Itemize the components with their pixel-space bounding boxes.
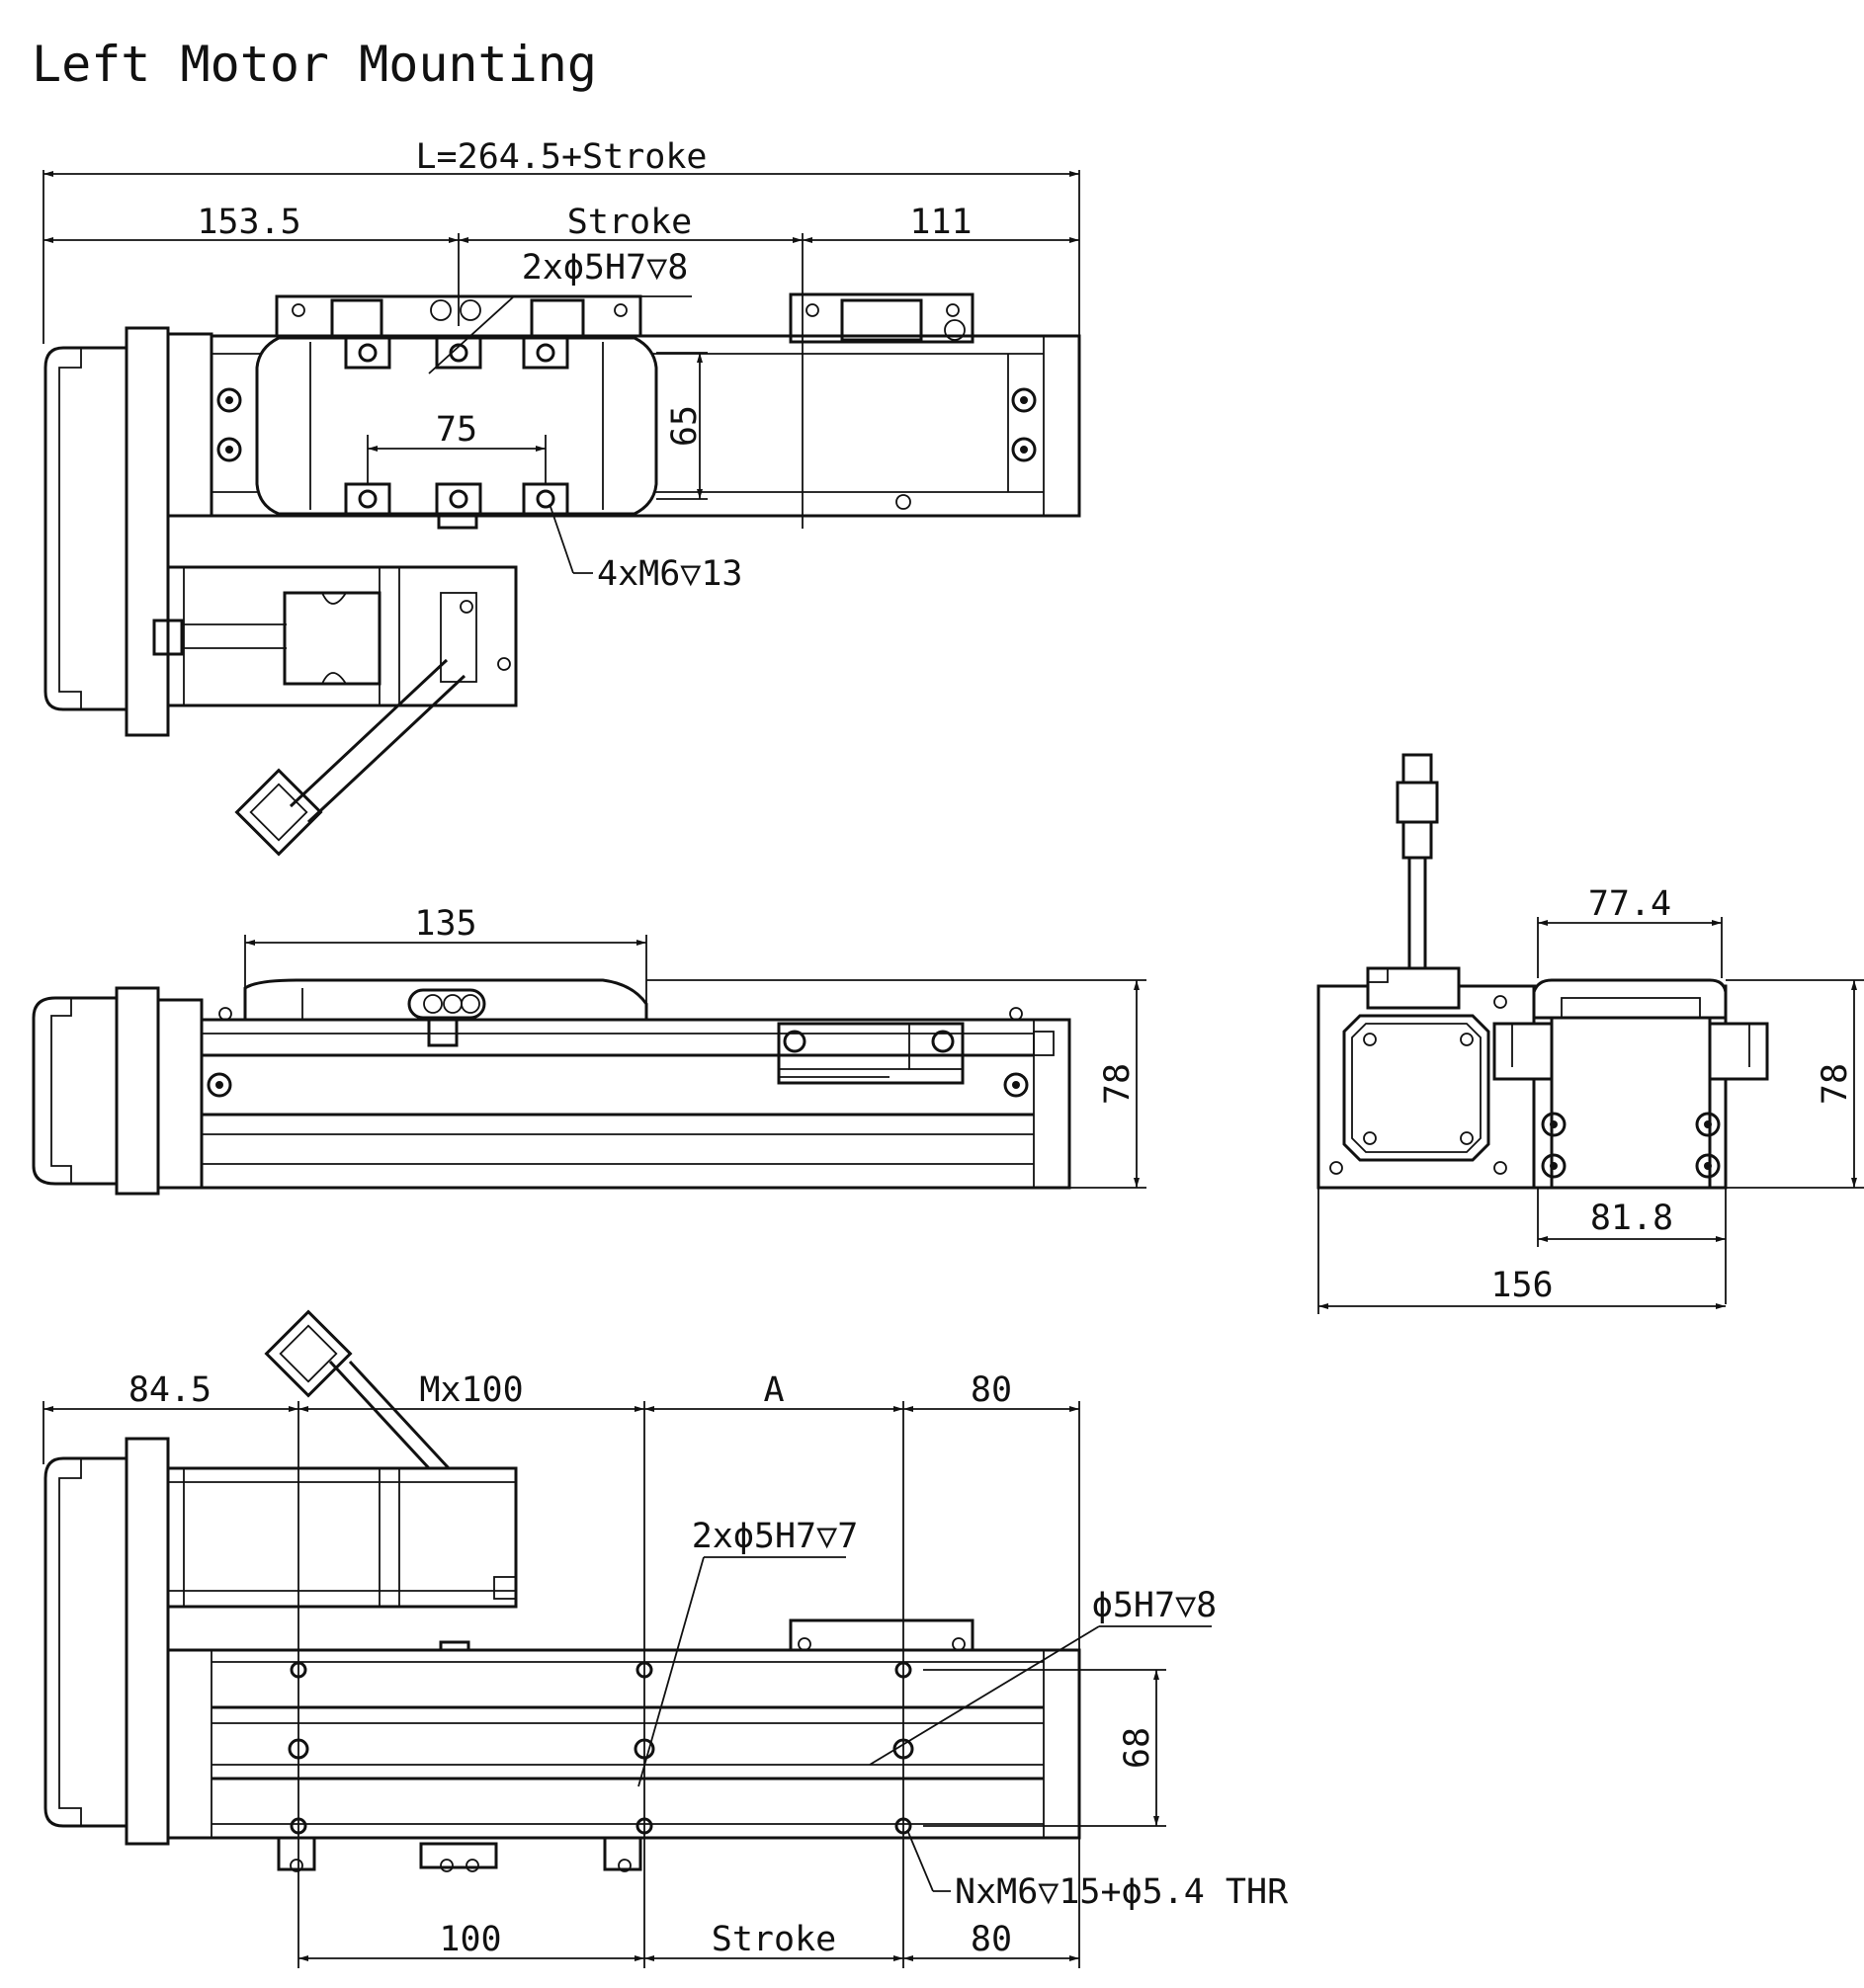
rail-mounting-holes xyxy=(288,1661,914,1835)
dim-hole-pitch-m: Mx100 xyxy=(419,1370,523,1410)
carriage xyxy=(255,336,658,516)
dim-stroke-bottom: Stroke xyxy=(712,1920,836,1959)
dim-left-offset: 153.5 xyxy=(197,203,300,242)
callout-mounting-thread: NxM6▽15+ϕ5.4 THR xyxy=(955,1872,1289,1912)
dim-stroke: Stroke xyxy=(567,203,692,242)
dim-right-offset: 111 xyxy=(909,203,972,242)
callout-thread: 4xM6▽13 xyxy=(597,554,743,594)
callout-dowel-pin-single: ϕ5H7▽8 xyxy=(1092,1586,1217,1625)
cable-connector xyxy=(234,768,323,857)
dim-end-height: 78 xyxy=(1816,1063,1855,1105)
dim-height: 78 xyxy=(1098,1063,1138,1105)
dim-first-hole-offset: 84.5 xyxy=(128,1370,212,1410)
dim-a: A xyxy=(763,1370,784,1410)
dim-right-end-bottom: 80 xyxy=(971,1920,1012,1959)
dim-overall-width: 156 xyxy=(1490,1266,1553,1305)
dim-first-hole: 100 xyxy=(439,1920,501,1959)
dim-body-width: 81.8 xyxy=(1590,1199,1673,1238)
dim-overall-length: L=264.5+Stroke xyxy=(415,137,707,177)
dim-carriage-width: 77.4 xyxy=(1588,884,1671,924)
dim-right-end-top: 80 xyxy=(971,1370,1012,1410)
dim-hole-spacing: 75 xyxy=(436,410,477,450)
callout-dowel-pin: 2xϕ5H7▽8 xyxy=(522,248,689,288)
rail-end-holes xyxy=(216,387,1037,510)
dim-rail-hole-spacing: 68 xyxy=(1118,1727,1157,1769)
dim-carriage-length: 135 xyxy=(414,904,476,944)
top-view: L=264.5+Stroke 153.5 Stroke 111 xyxy=(42,137,1081,857)
page-title: Left Motor Mounting xyxy=(32,36,597,93)
dim-hole-pitch: 65 xyxy=(665,405,705,447)
callout-dowel-pin-bottom: 2xϕ5H7▽7 xyxy=(692,1517,859,1556)
side-view: 135 78 xyxy=(32,904,1146,1196)
bottom-view: 84.5 Mx100 A 80 xyxy=(42,1309,1289,1968)
end-view: 77.4 78 81.8 156 xyxy=(1316,753,1864,1314)
